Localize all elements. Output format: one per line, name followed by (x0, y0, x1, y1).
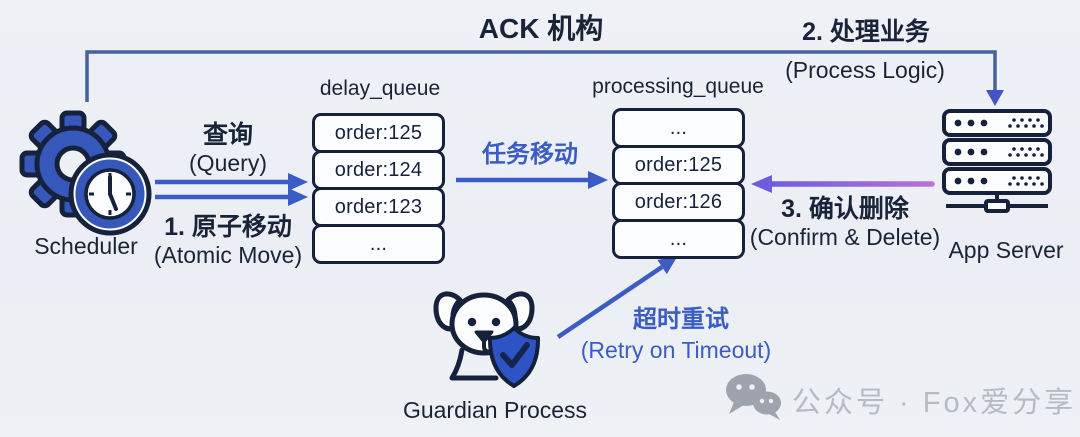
retry-arrow (556, 257, 677, 339)
atomic-move-label-en: (Atomic Move) (153, 242, 303, 268)
task-move-label-cn: 任务移动 (482, 141, 578, 168)
atomic-move-label-cn: 1. 原子移动 (164, 213, 292, 241)
query-arrows (155, 173, 308, 206)
shield-check-icon (488, 326, 540, 388)
process-logic-label-cn: 2. 处理业务 (802, 18, 930, 46)
queue-item: order:125 (612, 145, 745, 185)
queue-item: order:126 (612, 182, 745, 222)
app-server-label: App Server (948, 237, 1064, 263)
confirm-delete-label-en: (Confirm & Delete) (749, 224, 941, 250)
confirm-delete-arrow (751, 175, 935, 193)
dog-icon (433, 291, 535, 381)
guardian-label: Guardian Process (402, 397, 588, 423)
confirm-delete-label-cn: 3. 确认删除 (781, 195, 909, 223)
query-label-cn: 查询 (202, 121, 254, 149)
task-move-arrow (456, 171, 608, 189)
ack-title: ACK 机构 (478, 13, 604, 44)
guardian-dog-shield-icon (433, 291, 540, 388)
queue-item: ... (612, 219, 745, 259)
watermark-text: 公众号 · Fox爱分享 (792, 387, 1077, 419)
process-logic-label-en: (Process Logic) (785, 57, 945, 83)
ack-line (85, 50, 997, 102)
retry-label-en: (Retry on Timeout) (580, 337, 772, 363)
queue-item: ... (612, 108, 745, 148)
query-label-en: (Query) (189, 150, 267, 176)
queue-item: order:123 (312, 187, 445, 227)
clock-icon (68, 152, 152, 236)
retry-label-cn: 超时重试 (633, 306, 729, 333)
queue-item: order:125 (312, 113, 445, 153)
scheduler-gear-clock-icon (19, 110, 152, 236)
queue-item: order:124 (312, 150, 445, 190)
app-server-icon (942, 109, 1052, 213)
queue-item: ... (312, 224, 445, 264)
wechat-icon (726, 374, 781, 420)
ack-line-arrowhead-icon (986, 90, 1004, 106)
processing-queue-title: processing_queue (592, 75, 764, 98)
delay-queue-title: delay_queue (319, 77, 441, 100)
scheduler-label: Scheduler (34, 233, 138, 259)
